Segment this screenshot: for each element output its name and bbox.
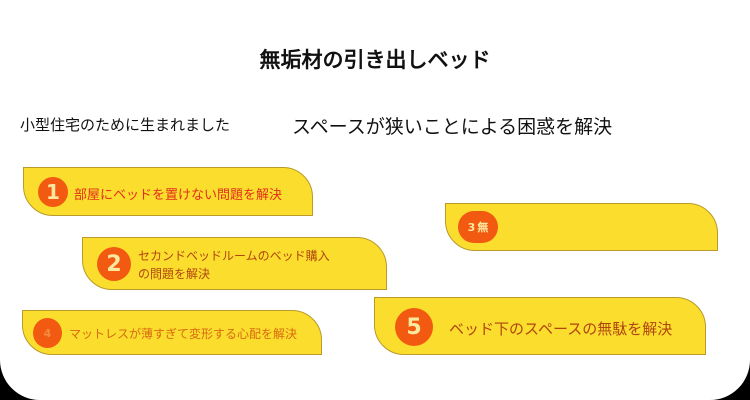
feature-text: セカンドベッドルームのベッド購入の問題を解決 bbox=[138, 249, 330, 281]
feature-card-2: 2 セカンドベッドルームのベッド購入の問題を解決 bbox=[82, 237, 387, 290]
feature-text: マットレスが薄すぎて変形する心配を解決 bbox=[69, 327, 298, 341]
number-badge: 5 bbox=[395, 308, 433, 346]
badge-number: 3 bbox=[467, 220, 476, 234]
feature-card-5: 5 ベッド下のスペースの無駄を解決 bbox=[374, 297, 706, 355]
feature-text: 無 bbox=[477, 221, 489, 234]
feature-card-1: 1 部屋にベッドを置けない問題を解決 bbox=[23, 167, 313, 216]
number-badge: 4 bbox=[33, 318, 62, 348]
subtitle-small: 小型住宅のために生まれました bbox=[20, 116, 231, 134]
feature-text: 部屋にベッドを置けない問題を解決 bbox=[74, 188, 283, 203]
number-badge: 2 bbox=[97, 247, 131, 281]
page-title: 無垢材の引き出しベッド bbox=[259, 48, 491, 72]
subtitle-large: スペースが狭いことによる困惑を解決 bbox=[292, 116, 613, 138]
feature-text: ベッド下のスペースの無駄を解決 bbox=[449, 320, 673, 338]
feature-card-4: 4 マットレスが薄すぎて変形する心配を解決 bbox=[22, 310, 322, 355]
number-badge: 1 bbox=[38, 177, 68, 207]
